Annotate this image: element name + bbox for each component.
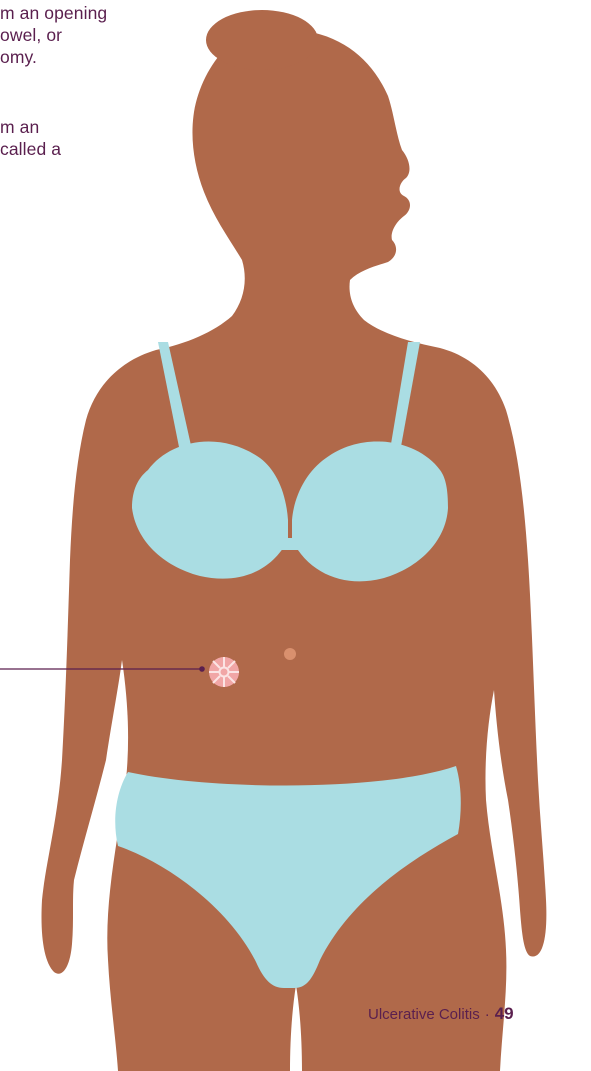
hair-bun — [206, 10, 318, 70]
navel — [284, 648, 296, 660]
footer-separator: · — [485, 1006, 490, 1023]
pointer-dot — [199, 666, 205, 672]
page-footer: Ulcerative Colitis · 49 — [368, 1004, 514, 1024]
page-number: 49 — [495, 1004, 514, 1023]
footer-title: Ulcerative Colitis — [368, 1006, 480, 1023]
stoma-icon — [209, 657, 239, 687]
